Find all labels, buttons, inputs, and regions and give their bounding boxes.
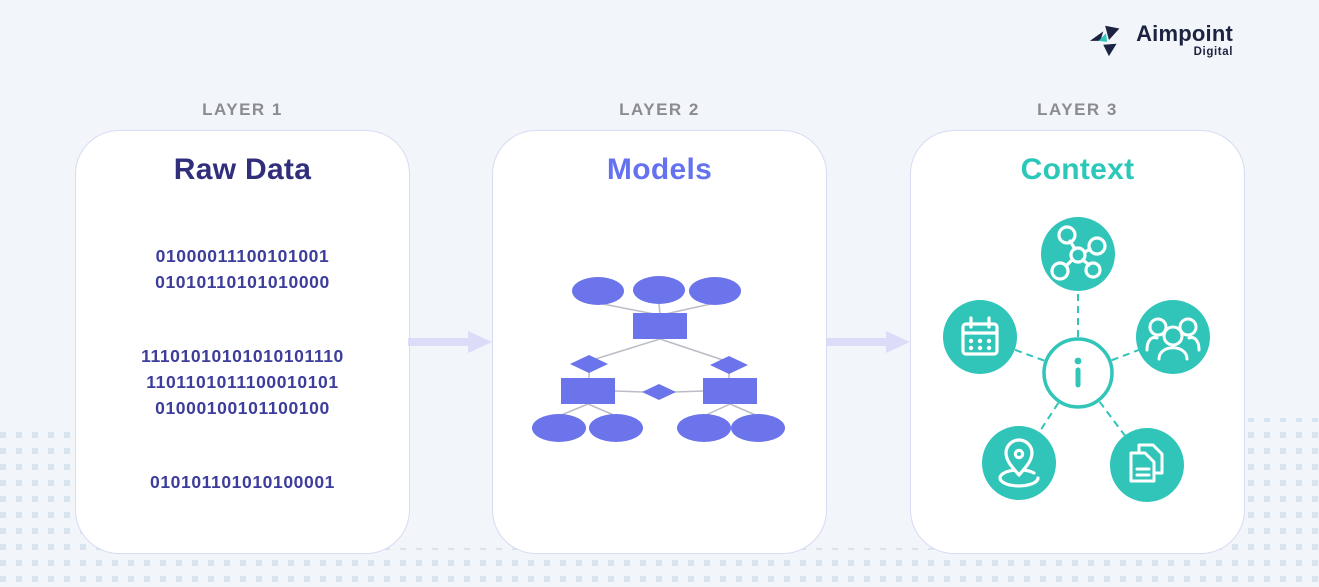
layer-1-label: LAYER 1 [202,100,283,119]
flow-arrow-icon [408,331,492,353]
context-hub-diagram [943,217,1210,502]
documents-icon [1129,443,1164,483]
layer-3-label: LAYER 3 [1037,100,1118,119]
raw-data-title: Raw Data [173,153,312,186]
network-icon [1050,225,1107,281]
logo-sub-text: Digital [1193,45,1233,58]
logo-mark-icon [1090,25,1120,57]
flow-arrow-icon [827,331,910,353]
location-icon [998,438,1040,488]
aimpoint-logo: Aimpoint Digital [1089,20,1233,58]
binary-line: 01000011100101001 [155,246,330,266]
layer-2-label: LAYER 2 [619,100,700,119]
binary-line: 01010110101010000 [155,272,330,292]
calendar-icon [961,316,999,356]
binary-group-2: 11101010101010101110 1101101011100010101… [76,343,409,421]
er-diagram-icon [532,276,785,442]
binary-line: 1101101011100010101 [146,372,339,392]
binary-line: 010101101010100001 [149,472,336,492]
models-title: Models [606,153,713,186]
binary-group-1: 01000011100101001 01010110101010000 [76,243,409,295]
binary-group-3: 010101101010100001 [76,469,409,495]
binary-line: 01000100101100100 [155,398,330,418]
info-icon [1074,357,1082,388]
people-icon [1145,317,1201,361]
models-card: Models [492,130,827,554]
context-title: Context [1020,153,1135,186]
binary-line: 11101010101010101110 [141,346,344,366]
context-card: Context [910,130,1245,554]
raw-data-card: Raw Data 01000011100101001 0101011010101… [75,130,410,554]
logo-brand-text: Aimpoint [1136,20,1233,46]
